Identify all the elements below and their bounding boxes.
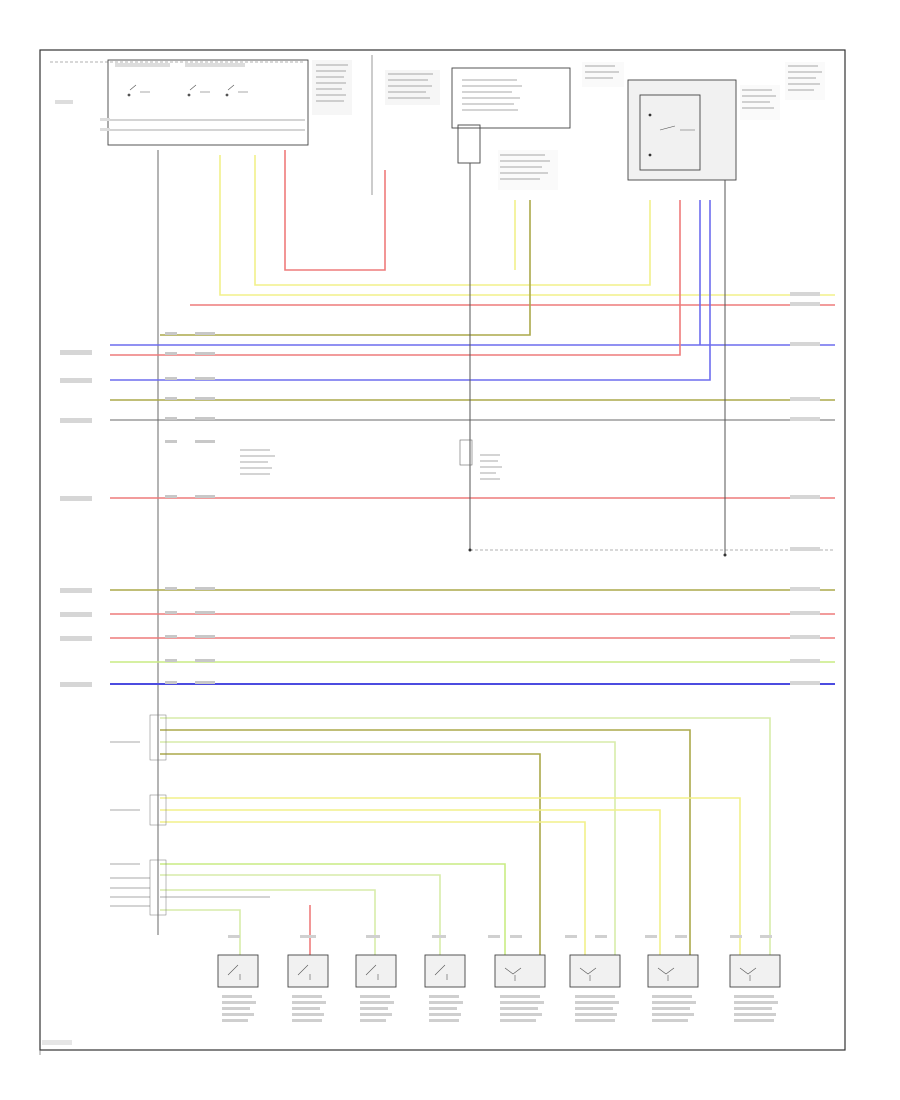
ground-branch xyxy=(240,163,835,615)
sensor-2 xyxy=(569,954,621,988)
wire-tags xyxy=(228,935,772,938)
upper-wire-harness xyxy=(110,150,835,499)
control-module-top-center xyxy=(371,55,571,195)
switch-3 xyxy=(355,954,397,988)
page-footer-marker xyxy=(42,1040,72,1045)
wire-yellow-4 xyxy=(160,797,741,955)
sensor-3 xyxy=(647,954,699,988)
wire-red-1 xyxy=(284,150,386,271)
wire-green-6 xyxy=(160,889,376,955)
lower-wire-harness xyxy=(160,717,771,955)
bus-connector-stubs xyxy=(110,714,167,916)
sensor-4 xyxy=(729,954,781,988)
wire-yellow-6 xyxy=(160,821,586,955)
fuse-block-top-left xyxy=(50,59,352,146)
component-captions xyxy=(222,995,778,1022)
wire-blue-3 xyxy=(110,200,711,381)
wire-green-7 xyxy=(160,909,241,955)
wire-code-marks xyxy=(165,332,215,684)
right-label-bars xyxy=(790,292,820,685)
switch-4 xyxy=(424,954,466,988)
wire-green-3 xyxy=(160,741,616,955)
wire-yellow-5 xyxy=(160,809,661,955)
wire-green-2 xyxy=(160,717,771,955)
wire-yellow-2 xyxy=(254,155,651,286)
wire-olive-5 xyxy=(160,753,541,955)
sensor-1 xyxy=(494,954,546,988)
wire-green-5 xyxy=(160,874,441,955)
wire-yellow-1 xyxy=(219,155,835,296)
left-label-bars xyxy=(60,350,92,687)
wire-green-4 xyxy=(160,863,506,955)
wire-olive-4 xyxy=(160,729,691,955)
switch-1 xyxy=(217,954,259,988)
switch-row xyxy=(217,954,781,988)
control-module-top-right xyxy=(582,62,825,181)
middle-wire-harness xyxy=(110,589,835,685)
wire-red-3 xyxy=(110,200,681,356)
switch-2 xyxy=(287,954,329,988)
wire-olive-1 xyxy=(160,200,531,336)
diagram-frame xyxy=(39,49,846,1051)
